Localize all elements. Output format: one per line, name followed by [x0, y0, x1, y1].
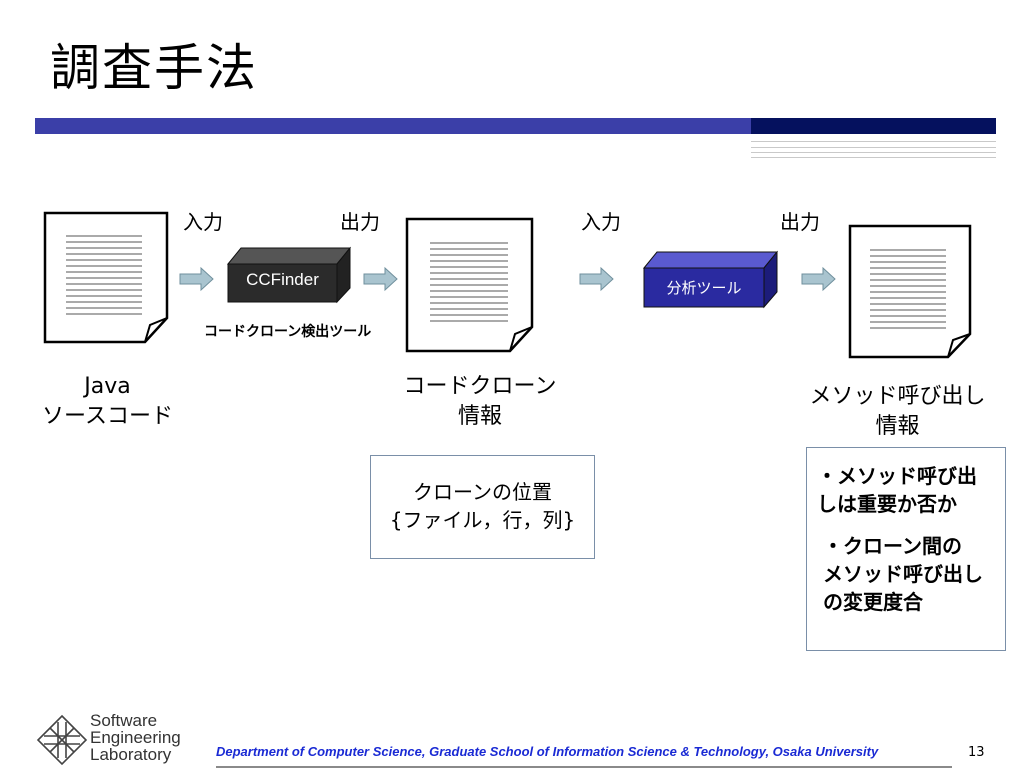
- output-label: 出力: [340, 210, 380, 234]
- clone-note-line: {ファイル，行，列}: [389, 508, 576, 532]
- method-call-caption-line: メソッド呼び出し: [809, 384, 986, 409]
- source-document-icon: [43, 211, 169, 344]
- ccfinder-caption: コードクローン検出ツール: [204, 324, 372, 340]
- input-label: 入力: [183, 210, 223, 234]
- logo-line: Engineering: [90, 728, 181, 747]
- source-caption-line: ソースコード: [42, 404, 173, 429]
- footer-rule: [216, 766, 952, 768]
- arrow-right-icon: [801, 266, 836, 292]
- arrow-right-icon: [179, 266, 214, 292]
- arrow-right-icon: [363, 266, 398, 292]
- clone-caption: コードクローン 情報: [385, 372, 575, 432]
- decorative-rule: [751, 157, 996, 158]
- method-call-caption: メソッド呼び出し 情報: [790, 382, 1005, 442]
- clone-document-icon: [405, 217, 534, 353]
- lab-logo-text: Software Engineering Laboratory: [90, 712, 181, 763]
- clone-note-line: クローンの位置: [413, 480, 552, 504]
- department-footer: Department of Computer Science, Graduate…: [216, 744, 879, 759]
- ccfinder-label: CCFinder: [246, 270, 319, 289]
- method-note-line: ・クローン間の: [823, 534, 962, 558]
- title-underline-bar-accent: [751, 118, 996, 134]
- method-note-line: しは重要か否か: [817, 492, 957, 516]
- arrow-right-icon: [579, 266, 614, 292]
- slide-title: 調査手法: [50, 39, 258, 97]
- method-call-document-icon: [848, 224, 972, 359]
- output-label: 出力: [780, 210, 820, 234]
- analysis-tool-box: [642, 250, 779, 309]
- source-caption-line: Java: [84, 374, 131, 399]
- input-label: 入力: [581, 210, 621, 234]
- decorative-rule: [751, 152, 996, 153]
- method-call-caption-line: 情報: [875, 414, 920, 439]
- clone-caption-line: コードクローン: [403, 374, 557, 399]
- title-underline-bar: [35, 118, 751, 134]
- method-note-line: の変更度合: [823, 590, 923, 614]
- lab-logo-icon: [36, 714, 88, 766]
- logo-line: Laboratory: [90, 745, 172, 764]
- decorative-rule: [751, 141, 996, 142]
- method-call-note: ・メソッド呼び出 しは重要か否か ・クローン間の メソッド呼び出し の変更度合: [806, 447, 1006, 651]
- clone-position-note: クローンの位置 {ファイル，行，列}: [370, 455, 595, 559]
- method-note-line: ・メソッド呼び出: [817, 464, 977, 488]
- method-note-line: メソッド呼び出し: [823, 562, 983, 586]
- decorative-rule: [751, 147, 996, 148]
- ccfinder-box: [226, 246, 352, 304]
- source-caption: Java ソースコード: [20, 372, 195, 432]
- page-number: 13: [968, 745, 985, 760]
- analysis-tool-label: 分析ツール: [666, 279, 742, 297]
- logo-line: Software: [90, 711, 158, 730]
- clone-caption-line: 情報: [457, 404, 502, 429]
